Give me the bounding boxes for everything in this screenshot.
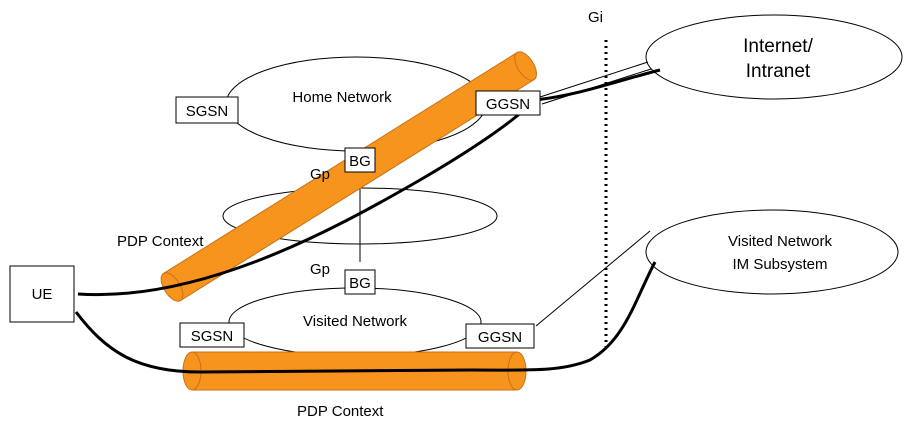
- gp-visited-label: Gp: [310, 261, 330, 278]
- sgsn-visited-box: [179, 322, 245, 348]
- gi-label: Gi: [588, 9, 603, 26]
- user-plane-path-home: [77, 68, 661, 297]
- internet-label-line1: Internet/: [743, 36, 813, 57]
- ggsn-visited-box: [465, 323, 535, 349]
- internet-intranet-cloud: [645, 14, 903, 100]
- gp-home-label: Gp: [310, 166, 330, 183]
- home-network-label: Home Network: [292, 89, 392, 106]
- sgsn-home-label: SGSN: [186, 103, 229, 120]
- ue-box: [9, 265, 75, 323]
- ggsn-home-label: GGSN: [486, 96, 530, 113]
- bg-visited-label: BG: [349, 275, 371, 292]
- visited-ims-label-line1: Visited Network: [728, 233, 832, 250]
- ggsn-home-box: [475, 90, 541, 116]
- user-plane-path-visited: [74, 261, 657, 374]
- sgsn-visited-label: SGSN: [191, 328, 234, 345]
- bg-visited-box: [344, 269, 376, 295]
- pdp-context-home-label: PDP Context: [117, 233, 204, 250]
- visited-network-label: Visited Network: [303, 313, 407, 330]
- ggsn-visited-ims-link: [535, 230, 651, 327]
- visited-im-subsystem-cloud: [645, 209, 899, 295]
- ggsn-visited-label: GGSN: [478, 329, 522, 346]
- bg-home-label: BG: [349, 153, 371, 170]
- visited-ims-label-line2: IM Subsystem: [732, 256, 827, 273]
- ggsn-home-internet-link-1: [539, 61, 649, 98]
- internet-label-line2: Intranet: [746, 61, 811, 82]
- ue-label: UE: [32, 286, 53, 303]
- pdp-context-visited-label: PDP Context: [297, 403, 384, 420]
- sgsn-home-box: [175, 96, 239, 124]
- bg-home-box: [344, 147, 376, 173]
